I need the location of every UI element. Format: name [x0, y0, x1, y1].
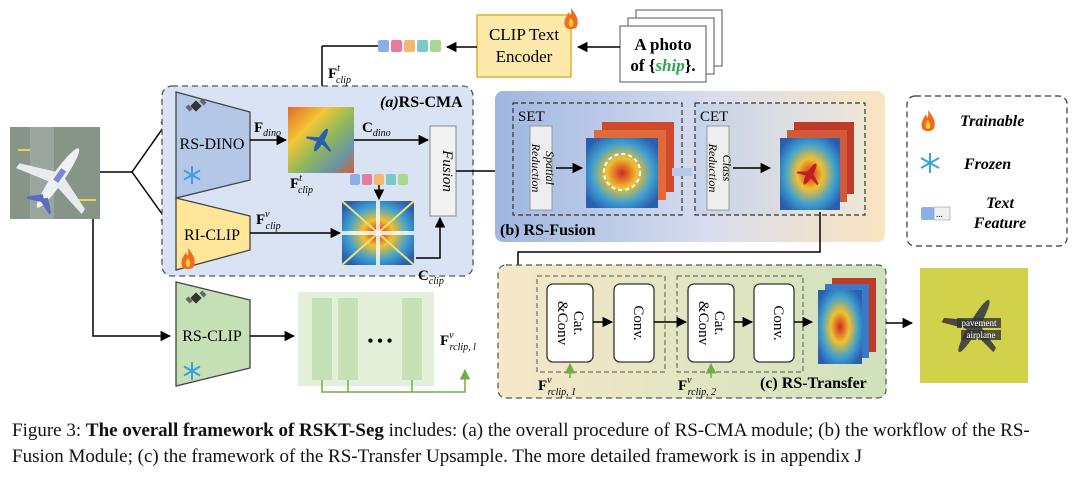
spatial-reduction-label: SpatialReduction [529, 143, 557, 193]
transfer-stage1 [536, 275, 666, 373]
svg-text:...: ... [936, 209, 943, 219]
conv-block-1: Conv. [613, 283, 655, 363]
text-feature-tokens-top [378, 40, 441, 52]
spatial-reduction-block: SpatialReduction [529, 125, 557, 211]
c-dino-label: Cdino [362, 120, 391, 139]
set-panel [512, 102, 683, 216]
clip-text-encoder: CLIP Text Encoder [476, 14, 572, 78]
prompt-class-word: ship [654, 56, 684, 75]
set-label: SET [518, 109, 545, 125]
rs-dino-encoder: RS-DINO [175, 91, 251, 199]
output-label-pavement: pavement [962, 318, 997, 328]
input-branch-arrows [92, 117, 172, 342]
fire-icon [921, 110, 935, 131]
c-clip-label: Cclip [418, 268, 444, 287]
rs-cma-title: (a)RS-CMA [380, 94, 463, 111]
snowflake-icon [183, 166, 201, 184]
fire-icon [181, 248, 195, 269]
rs-transfer-title: (c) RS-Transfer [760, 375, 867, 392]
catconv-2-label: Cat.&Conv [695, 301, 727, 346]
clip-text-encoder-line1: CLIP Text [489, 25, 559, 44]
ri-clip-encoder: RI-CLIP [175, 197, 251, 271]
legend-text-feature-line1: Text [986, 195, 1014, 212]
snowflake-icon [183, 362, 201, 380]
dino-heatmap [288, 107, 354, 173]
class-reduction-block: ClassReduction [706, 125, 734, 211]
fire-icon [564, 8, 578, 29]
rs-clip-encoder: RS-CLIP [175, 281, 251, 387]
output-segmentation-image: pavement airplane [920, 268, 1028, 383]
rs-clip-layers: • • • [298, 292, 471, 393]
catconv-1-label: Cat.&Conv [554, 301, 586, 346]
catconv-block-2: Cat.&Conv [687, 283, 735, 363]
layers-ellipsis: • • • [368, 333, 393, 350]
conv-2-label: Conv. [770, 305, 786, 340]
cet-label: CET [700, 109, 728, 125]
conv-1-label: Conv. [630, 305, 646, 340]
caption-prefix: Figure 3: [12, 420, 86, 441]
f-dino-label: Fdino [254, 120, 281, 139]
text-feature-tokens-middle [350, 174, 408, 185]
text-prompt-cards: A photo of {ship}. [619, 9, 723, 83]
clip-text-encoder-line2: Encoder [496, 47, 553, 66]
fusion-block: Fusion [429, 125, 457, 217]
prompt-line1: A photo [634, 35, 691, 54]
caption-body: includes: (a) the overall procedure of R… [12, 420, 1030, 467]
ri-clip-label: RI-CLIP [184, 227, 240, 244]
legend-text-feature-line2: Feature [973, 215, 1026, 232]
prompt-line2: of {ship}. [630, 56, 695, 75]
clip-rotation-heatmap [341, 200, 415, 266]
text-feature-icon: ... [921, 206, 951, 221]
set-heatmap-stack [586, 122, 674, 208]
rs-dino-label: RS-DINO [180, 136, 245, 153]
legend-trainable: Trainable [960, 113, 1024, 130]
figure-caption: Figure 3: The overall framework of RSKT-… [12, 418, 1070, 470]
conv-block-2: Conv. [753, 283, 795, 363]
rs-clip-label: RS-CLIP [182, 328, 242, 345]
legend-frozen: Frozen [963, 156, 1011, 173]
rs-fusion-title: (b) RS-Fusion [500, 222, 596, 239]
transfer-heatmap-stack [818, 278, 876, 364]
class-reduction-label: ClassReduction [706, 143, 734, 193]
caption-bold-title: The overall framework of RSKT-Seg [85, 420, 384, 441]
cet-heatmap-stack [780, 122, 854, 210]
fusion-label: Fusion [439, 149, 455, 192]
output-label-airplane: airplane [967, 330, 996, 340]
input-aerial-image [10, 127, 100, 219]
catconv-block-1: Cat.&Conv [546, 283, 594, 363]
snowflake-icon [920, 153, 940, 173]
